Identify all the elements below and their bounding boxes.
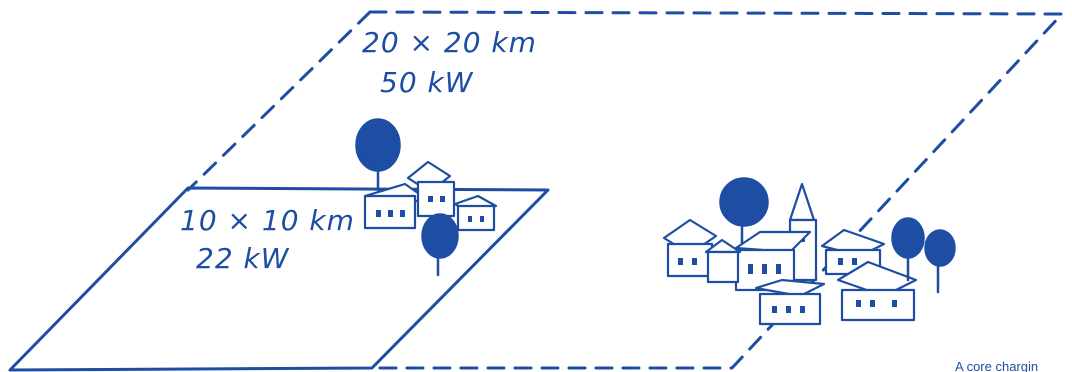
house-icon [365,184,425,228]
outer-size-label: 20 × 20 km [362,26,537,59]
caption-text: A core chargin [955,359,1038,372]
tree-icon [356,119,400,190]
tree-icon [925,230,955,292]
tree-icon [892,218,924,280]
outer-power-label: 50 kW [380,66,474,99]
small-village-illustration [356,119,496,275]
house-icon [756,280,824,324]
inner-power-label: 22 kW [196,242,290,275]
tree-icon [422,214,458,275]
large-village-illustration [664,178,955,324]
house-icon [455,196,496,230]
inner-size-label: 10 × 10 km [180,204,355,237]
